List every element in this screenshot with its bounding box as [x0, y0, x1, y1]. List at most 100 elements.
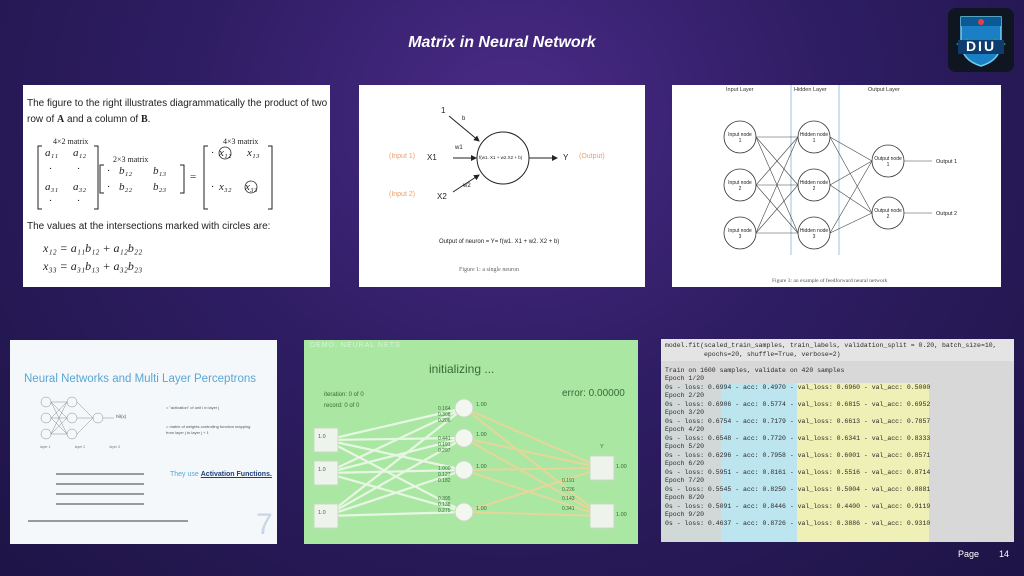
epoch-label: Epoch 4/20 [665, 426, 705, 433]
epoch-metrics: 0s - loss: 0.6994 - acc: 0.4970 - val_lo… [665, 383, 931, 391]
demo-hidden-node [454, 428, 474, 448]
epoch-metrics: 0s - loss: 0.6754 - acc: 0.7179 - val_lo… [665, 417, 931, 425]
logo-text: DIU [965, 38, 997, 54]
y-label: Y [563, 153, 569, 162]
demo-weight: 0.395 [438, 496, 451, 502]
epoch-label: Epoch 3/20 [665, 409, 705, 416]
dot: · [49, 195, 52, 207]
matrix-product-figure: The figure to the right illustrates diag… [23, 85, 330, 287]
dot: · [77, 163, 80, 175]
demo-hidden-value: 1.00 [476, 506, 487, 512]
dot: · [211, 147, 214, 159]
demo-weight: 0.297 [438, 448, 451, 454]
weight-w1: w1 [455, 145, 463, 151]
epoch-label: Epoch 7/20 [665, 477, 705, 484]
bias-b: b [462, 116, 466, 122]
demo-hidden-node [454, 502, 474, 522]
output-layer-label: Output Layer [868, 87, 900, 93]
demo-weight: 0.191 [438, 442, 451, 448]
epoch-label: Epoch 8/20 [665, 494, 705, 501]
demo-connection [463, 469, 603, 517]
matrix-brackets [37, 145, 273, 210]
b22: b₂₂ [119, 181, 133, 193]
x12: x₁₂ [219, 147, 232, 159]
hidden-node-3 [797, 216, 831, 250]
epoch-metrics: 0s - loss: 0.6296 - acc: 0.7958 - val_lo… [665, 451, 931, 459]
demo-out-weight: 0.143 [562, 496, 575, 502]
slide-title: Matrix in Neural Network [408, 34, 596, 51]
input-node-1 [723, 120, 757, 154]
input-node-3 [723, 216, 757, 250]
input2-label: (Input 2) [389, 191, 416, 198]
theta-definition: = matrix of weights controlling function… [166, 424, 251, 435]
demo-error: error: 0.00000 [562, 388, 625, 399]
p1-line3: The values at the intersections marked w… [27, 221, 271, 232]
mlp-diagram [40, 396, 114, 440]
epoch-metrics: 0s - loss: 0.5545 - acc: 0.8250 - val_lo… [665, 485, 931, 493]
activation-note: They use Activation Functions. [170, 471, 272, 478]
epoch-label: Epoch 6/20 [665, 460, 705, 467]
mlp-formulas [28, 473, 188, 522]
demo-connection [463, 437, 603, 469]
connection [829, 184, 873, 214]
connection [755, 136, 799, 186]
mlp-heading: Neural Networks and Multi Layer Perceptr… [24, 373, 257, 385]
demo-weight: 0.164 [438, 406, 451, 412]
p1-line1: The figure to the right illustrates diag… [27, 98, 330, 109]
demo-connection [325, 436, 465, 475]
figure3-caption: Figure 3: an example of feedforward neur… [772, 278, 888, 284]
demo-weight: 0.308 [438, 412, 451, 418]
demo-connection [463, 467, 603, 513]
demo-record: record: 0 of 0 [324, 403, 360, 409]
demo-connection [463, 407, 603, 517]
left-matrix-label: 4×2 matrix [53, 137, 89, 146]
demo-connection [325, 407, 465, 517]
neuron-formula: Output of neuron = Y= f(w1. X1 + w2. X2 … [439, 239, 560, 245]
epoch-label: Epoch 5/20 [665, 443, 705, 450]
activation-definition: = "activation" of unit i in layer j [166, 405, 220, 410]
x2-label: X2 [437, 192, 447, 201]
demo-output-value: 1.00 [616, 512, 627, 518]
output-label-2: Output 2 [936, 211, 957, 217]
x32: x₃₂ [219, 181, 232, 193]
demo-connection [325, 510, 465, 518]
page-label: Page [958, 549, 980, 559]
demo-connection [325, 468, 465, 518]
a32: a₃₂ [73, 181, 87, 193]
band-acc [721, 383, 797, 542]
dot: · [107, 181, 110, 193]
demo-out-weight: 0.341 [562, 506, 575, 512]
demo-connection [325, 406, 465, 442]
epoch-label: Epoch 2/20 [665, 392, 705, 399]
hidden-node-1 [797, 120, 831, 154]
shield-icon [948, 8, 1014, 72]
demo-hidden-node [454, 460, 474, 480]
a11: a₁₁ [45, 147, 59, 159]
demo-output-value: 1.00 [616, 464, 627, 470]
demo-header: DEMO: NEURAL NETS [310, 342, 401, 349]
demo-out-weight: 0.191 [562, 478, 575, 484]
bias-one: 1 [441, 106, 446, 115]
x13: x₁₃ [247, 147, 260, 159]
demo-hidden-node [454, 398, 474, 418]
epoch-metrics: 0s - loss: 0.6548 - acc: 0.7720 - val_lo… [665, 434, 931, 442]
epoch-metrics: 0s - loss: 0.5091 - acc: 0.8446 - val_lo… [665, 502, 931, 510]
a31: a₃₁ [45, 181, 59, 193]
hidden-layer-label: Hidden Layer [794, 87, 827, 93]
demo-input-node [313, 460, 339, 486]
connection [829, 160, 873, 234]
equation-2: x₃₃ = a₃₁b₁₃ + a₃₂b₂₃ [43, 259, 143, 273]
b12: b₁₂ [119, 165, 133, 177]
demo-input-value: 1.0 [318, 434, 326, 440]
demo-input-node [313, 503, 339, 529]
fit-command-line2: epochs=20, shuffle=True, verbose=2) [665, 351, 841, 358]
university-logo: DIU [948, 8, 1014, 72]
output-label: (Output) [579, 153, 605, 160]
output-label-1: Output 1 [936, 159, 957, 165]
